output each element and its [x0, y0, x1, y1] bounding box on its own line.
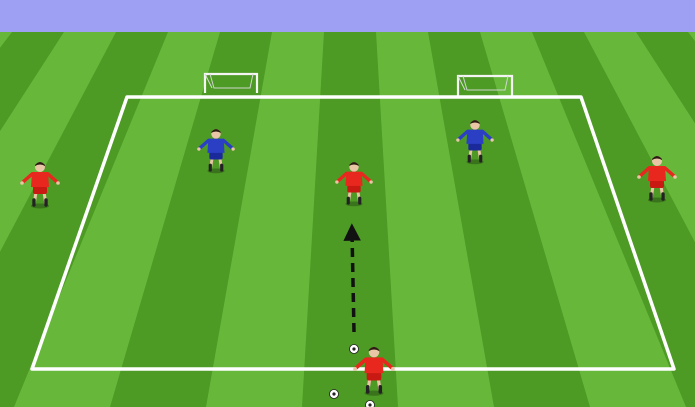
- ball-spare-1: [330, 390, 339, 399]
- ball-spare-2: [366, 401, 375, 407]
- sky-band: [0, 0, 695, 32]
- ball-near-passer: [350, 345, 359, 354]
